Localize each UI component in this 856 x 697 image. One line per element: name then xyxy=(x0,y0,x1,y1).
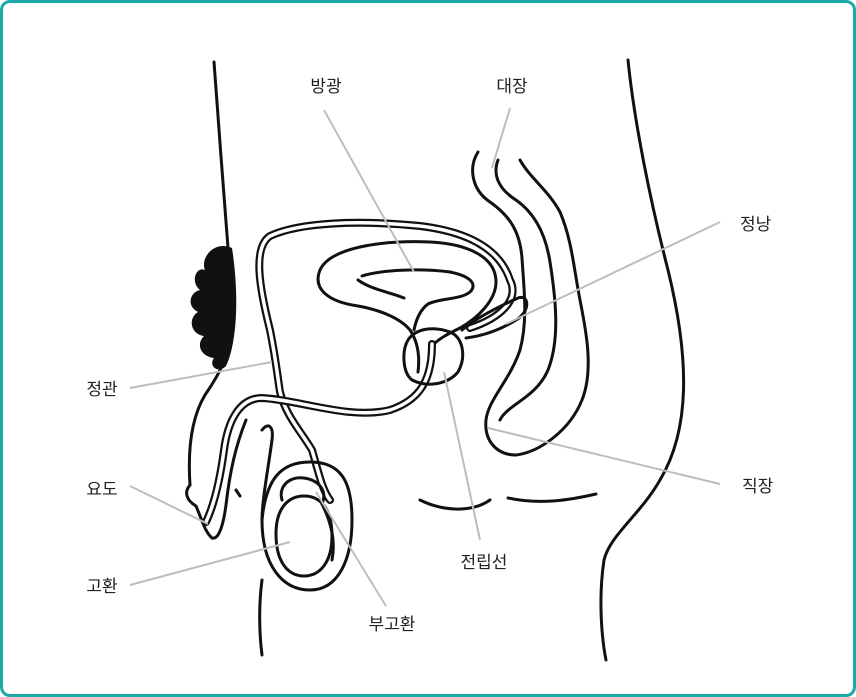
body-outline xyxy=(187,60,684,660)
label-colon: 대장 xyxy=(496,77,528,97)
leader-colon xyxy=(492,108,510,168)
leader-seminal-vesicle xyxy=(506,222,720,324)
leader-vas-deferens xyxy=(130,362,272,388)
label-prostate: 전립선 xyxy=(461,553,508,573)
label-urethra: 요도 xyxy=(86,480,117,500)
leader-bladder xyxy=(324,110,414,272)
label-seminal-vesicle: 정낭 xyxy=(740,215,772,235)
label-epididymis: 부고환 xyxy=(369,615,416,635)
label-vas-deferens: 정관 xyxy=(86,380,117,400)
label-bladder: 방광 xyxy=(310,77,341,97)
label-testis: 고환 xyxy=(86,577,117,597)
label-rectum: 직장 xyxy=(742,477,774,497)
leader-rectum xyxy=(488,428,720,484)
vas-deferens xyxy=(259,223,512,500)
pubic-hair xyxy=(191,246,237,369)
leader-prostate xyxy=(444,372,480,540)
leader-testis xyxy=(130,542,290,585)
